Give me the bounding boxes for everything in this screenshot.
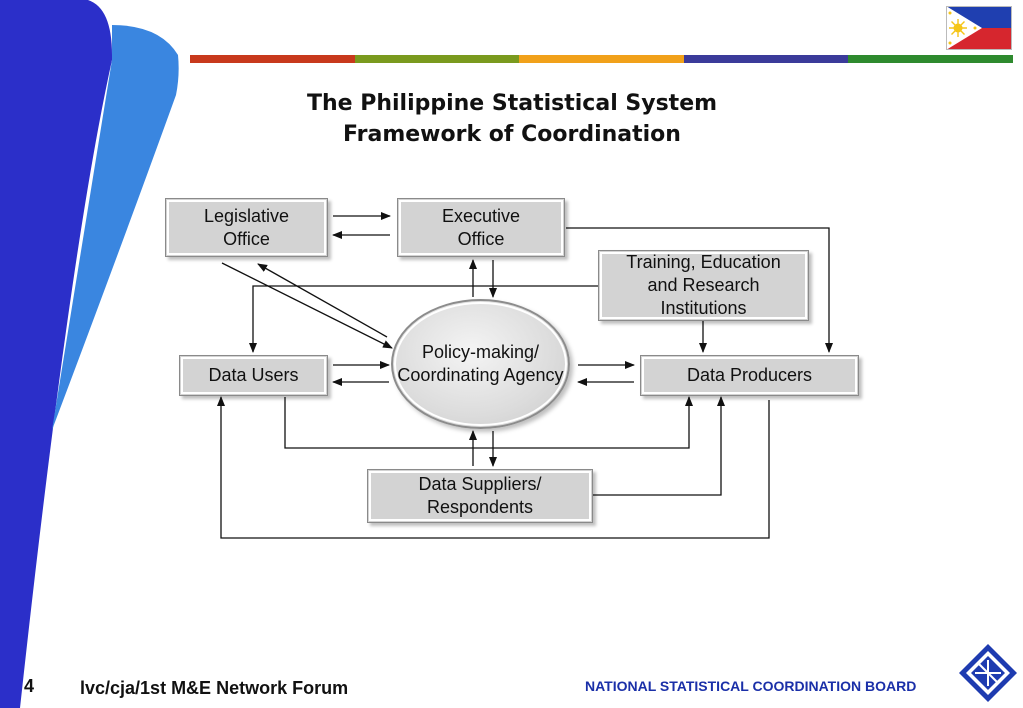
nscb-logo-icon [959, 644, 1017, 702]
node-label: and Research [647, 275, 760, 295]
node-label: Training, Education [626, 252, 781, 272]
edge-training-to-users [249, 285, 598, 353]
left-band-light [52, 25, 179, 430]
node-data-users: Data Users [179, 355, 328, 396]
footer-note: lvc/cja/1st M&E Network Forum [80, 678, 349, 698]
node-label: Agency [503, 365, 564, 385]
edge-producers-to-users [217, 396, 770, 539]
edge-users-to-producers [284, 396, 693, 449]
color-bar-segment [354, 55, 520, 63]
page-number: 4 [24, 676, 35, 696]
node-label: Institutions [660, 298, 747, 318]
node-label: Data Suppliers/ [418, 474, 542, 494]
node-training-institutions: Training, Education and Research Institu… [598, 250, 809, 321]
node-label: Office [223, 228, 270, 249]
node-policy-making-agency: Policy-making/ Coordinating Agency [391, 299, 570, 429]
edge-suppliers-to-producers [593, 396, 725, 496]
node-label: Data Users [208, 365, 299, 385]
title-line-1: The Philippine Statistical System [306, 91, 718, 116]
node-label: Office [457, 228, 505, 249]
left-decorative-band [0, 0, 179, 708]
color-bar-segment [848, 55, 1013, 63]
node-label: Policy-making/ [421, 342, 540, 362]
left-band-dark [0, 0, 112, 708]
organization-name: NATIONAL STATISTICAL COORDINATION BOARD [585, 678, 917, 694]
edge-policy-to-legislative [257, 263, 388, 338]
title-line-2: Framework of Coordination [343, 122, 681, 147]
node-data-producers: Data Producers [640, 355, 859, 396]
edge-executive-to-producers [566, 227, 833, 353]
node-data-suppliers: Data Suppliers/ Respondents [367, 469, 593, 523]
color-bar-segment [683, 55, 849, 63]
color-bar-segment [190, 55, 355, 63]
node-label: Legislative [203, 205, 290, 226]
top-color-bar [190, 55, 1013, 63]
node-label: Data Producers [686, 365, 813, 385]
node-label: Executive [441, 205, 521, 226]
slide-title: The Philippine Statistical System Framew… [262, 88, 762, 150]
node-label: Coordinating [397, 365, 500, 385]
node-legislative-office: Legislative Office [165, 198, 328, 257]
node-executive-office: Executive Office [397, 198, 565, 257]
node-label: Respondents [426, 497, 534, 517]
philippine-flag-icon [946, 6, 1012, 50]
color-bar-segment [519, 55, 684, 63]
edge-legislative-to-policy [221, 262, 393, 349]
